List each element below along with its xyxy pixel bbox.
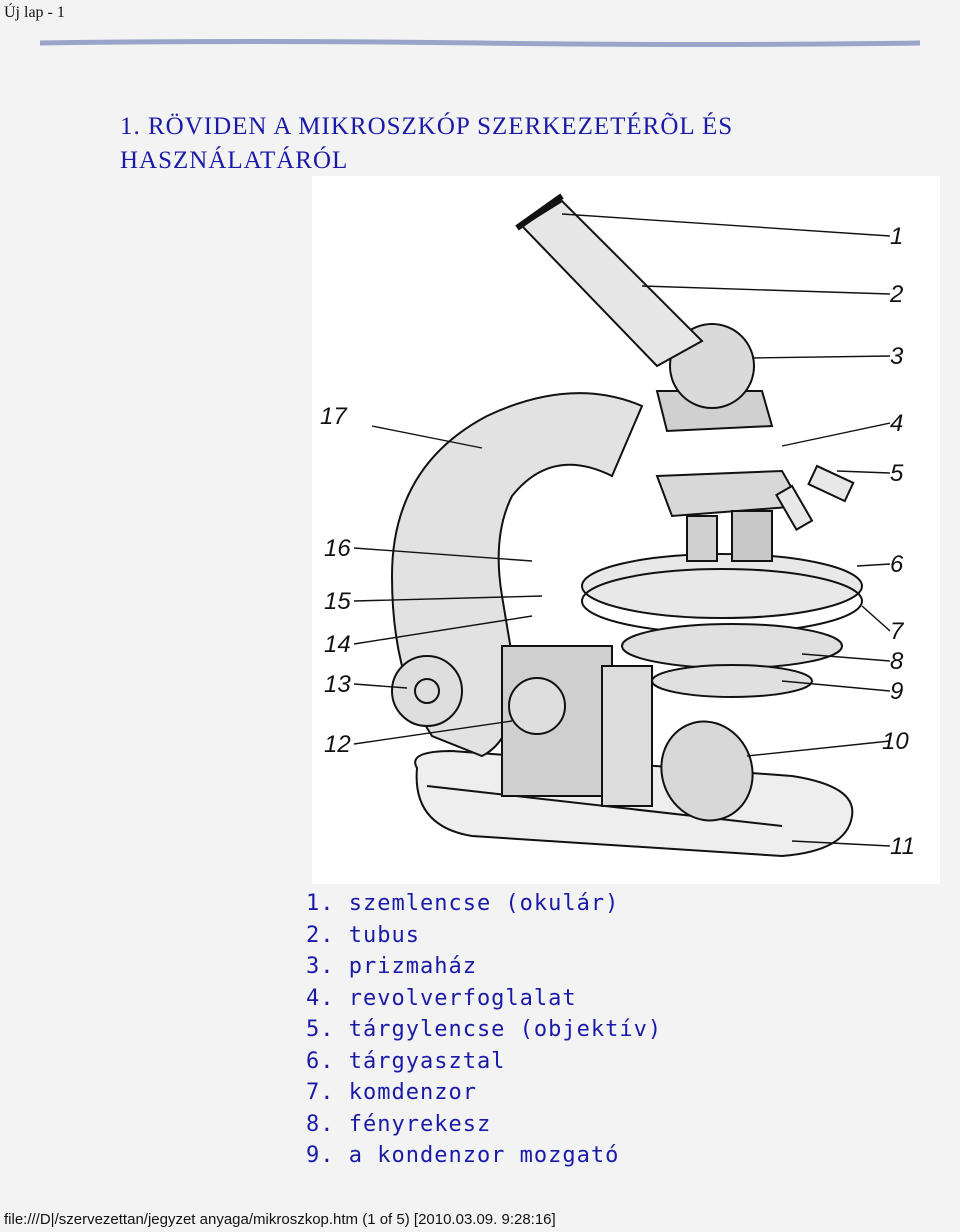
page-title-line-2: HASZNÁLATÁRÓL: [120, 147, 349, 174]
diagram-label-14: 14: [324, 631, 351, 658]
window-title: Új lap - 1: [4, 4, 65, 21]
diagram-label-13: 13: [324, 671, 351, 698]
diagram-label-12: 12: [324, 731, 351, 758]
coarse-focus-knob: [391, 655, 463, 727]
diagram-label-4: 4: [890, 410, 903, 437]
diagram-label-7: 7: [890, 618, 905, 645]
stage-shape: [581, 553, 863, 619]
page-title: 1. RÖVIDEN A MIKROSZKÓP SZERKEZETÉRÕL ÉS…: [120, 110, 880, 178]
list-item: 9. a kondenzor mozgató: [306, 1143, 620, 1168]
microscope-diagram: 1 2 3 4 5 6 7 8 9 10 11 12 13 14 15 16 1…: [312, 176, 940, 884]
fine-focus-knob: [508, 677, 566, 735]
diagram-label-10: 10: [882, 728, 909, 755]
tube-shape: [520, 199, 704, 368]
page-title-line-1: 1. RÖVIDEN A MIKROSZKÓP SZERKEZETÉRÕL ÉS: [120, 113, 734, 140]
footer-file-path: file:///D|/szervezettan/jegyzet anyaga/m…: [4, 1211, 556, 1228]
list-item: 5. tárgylencse (objektív): [306, 1017, 663, 1042]
diagram-label-16: 16: [324, 535, 351, 562]
list-item: 3. prizmaház: [306, 954, 477, 979]
diagram-label-1: 1: [890, 223, 903, 250]
diagram-label-3: 3: [890, 343, 904, 370]
diagram-label-9: 9: [890, 678, 903, 705]
list-item: 4. revolverfoglalat: [306, 985, 577, 1011]
list-item: 2. tubus: [306, 922, 420, 948]
header-divider: [40, 39, 920, 47]
diagram-label-6: 6: [890, 551, 904, 578]
list-item: 7. komdenzor: [306, 1080, 477, 1105]
diagram-label-17: 17: [320, 403, 348, 430]
list-item: 8. fényrekesz: [306, 1111, 492, 1137]
diagram-label-11: 11: [890, 833, 915, 860]
list-item: 1. szemlencse (okulár): [306, 891, 620, 916]
parts-list: 1. szemlencse (okulár) 2. tubus 3. prizm…: [306, 888, 662, 1172]
diagram-label-2: 2: [889, 281, 903, 308]
diagram-label-15: 15: [324, 588, 351, 615]
diagram-label-5: 5: [890, 460, 904, 487]
diagram-label-8: 8: [890, 648, 904, 675]
list-item: 6. tárgyasztal: [306, 1048, 506, 1074]
